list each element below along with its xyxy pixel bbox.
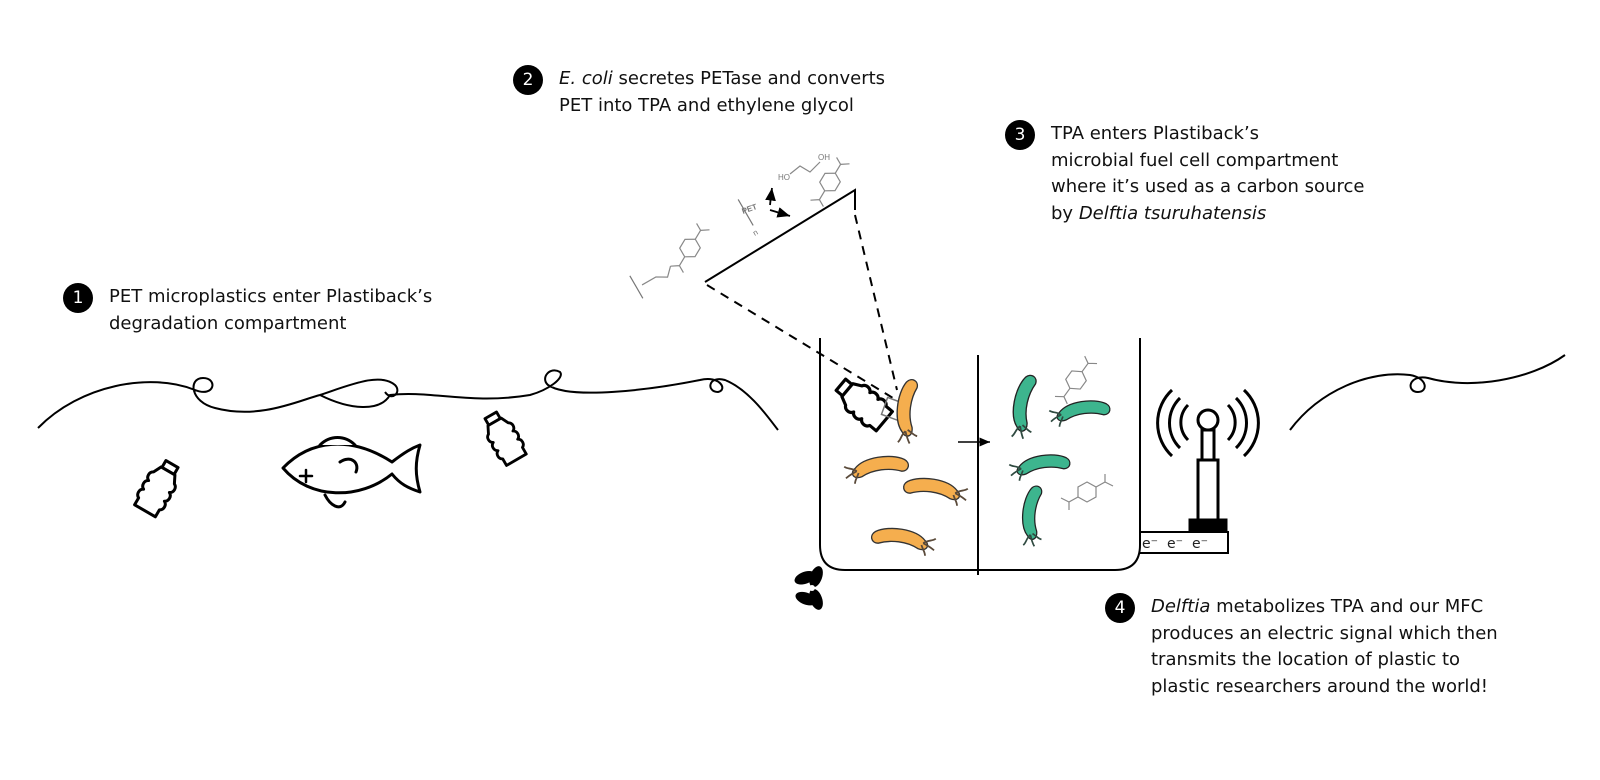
- svg-text:OH: OH: [818, 153, 830, 162]
- organism-name: E. coli: [559, 68, 613, 89]
- ecoli-bacterium: [887, 376, 932, 448]
- step-text: PET microplastics enter Plastiback’s: [109, 286, 433, 307]
- plastic-bottle-icon: [476, 406, 531, 469]
- svg-text:e⁻: e⁻: [1192, 536, 1208, 552]
- tpa-molecule: [1060, 473, 1114, 511]
- zoom-callout: [704, 188, 898, 399]
- ethylene-glycol-structure: HO OH: [778, 153, 830, 182]
- step-text: secretes PETase and converts: [612, 68, 886, 89]
- delftia-bacterium: [1008, 454, 1071, 482]
- step-text: metabolizes TPA and our MFC: [1210, 596, 1484, 617]
- step-number-badge: 1: [63, 283, 93, 313]
- ocean-waves-left: [37, 369, 779, 431]
- delftia-bacterium: [1013, 483, 1056, 551]
- step-1: 1 PET microplastics enter Plastiback’s de…: [63, 283, 433, 337]
- step-text: degradation compartment: [109, 312, 347, 334]
- svg-text:HO: HO: [778, 173, 790, 182]
- organism-name: Delftia tsuruhatensis: [1078, 202, 1267, 224]
- step-text: transmits the location of plastic to: [1151, 649, 1461, 670]
- ecoli-bacterium: [843, 455, 910, 485]
- ecoli-bacterium: [902, 477, 969, 507]
- svg-text:e⁻: e⁻: [1142, 536, 1158, 552]
- pet-structure: n: [629, 199, 760, 299]
- step-3: 3 TPA enters Plastiback’s microbial fuel …: [1005, 120, 1365, 227]
- plastic-bottle-icon: [130, 455, 187, 520]
- antenna-tower-icon: [1156, 388, 1260, 532]
- step-4: 4 Delftia metabolizes TPA and our MFC pro…: [1105, 593, 1498, 700]
- propeller-icon: [794, 566, 823, 610]
- ocean-waves-right: [1289, 354, 1566, 431]
- tpa-molecule: [1044, 352, 1108, 408]
- step-text: by: [1051, 202, 1079, 224]
- ecoli-bacterium: [870, 527, 937, 557]
- step-text: produces an electric signal which then: [1151, 622, 1498, 644]
- step-number-badge: 3: [1005, 120, 1035, 150]
- step-text: microbial fuel cell compartment: [1051, 149, 1339, 171]
- tpa-molecule: [797, 152, 863, 212]
- step-text: TPA enters Plastiback’s: [1051, 123, 1260, 144]
- step-text: PET into TPA and ethylene glycol: [559, 94, 854, 116]
- pet-label: PET: [741, 202, 759, 216]
- step-text: plastic researchers around the world!: [1151, 675, 1489, 697]
- step-number-badge: 2: [513, 65, 543, 95]
- step-number-badge: 4: [1105, 593, 1135, 623]
- arrow-to-eg: [765, 187, 776, 206]
- delftia-bacterium: [1001, 371, 1051, 444]
- step-text: where it’s used as a carbon source: [1051, 176, 1365, 197]
- organism-name: Delftia: [1151, 596, 1211, 617]
- electron-labels: e⁻ e⁻ e⁻: [1142, 536, 1208, 552]
- mfc-container: [819, 338, 1229, 575]
- delftia-bacterium: [1048, 400, 1111, 428]
- repeat-unit-n: n: [751, 228, 759, 238]
- dead-fish-icon: [281, 436, 422, 509]
- arrow-to-tpa: [769, 207, 791, 218]
- svg-text:e⁻: e⁻: [1167, 536, 1183, 552]
